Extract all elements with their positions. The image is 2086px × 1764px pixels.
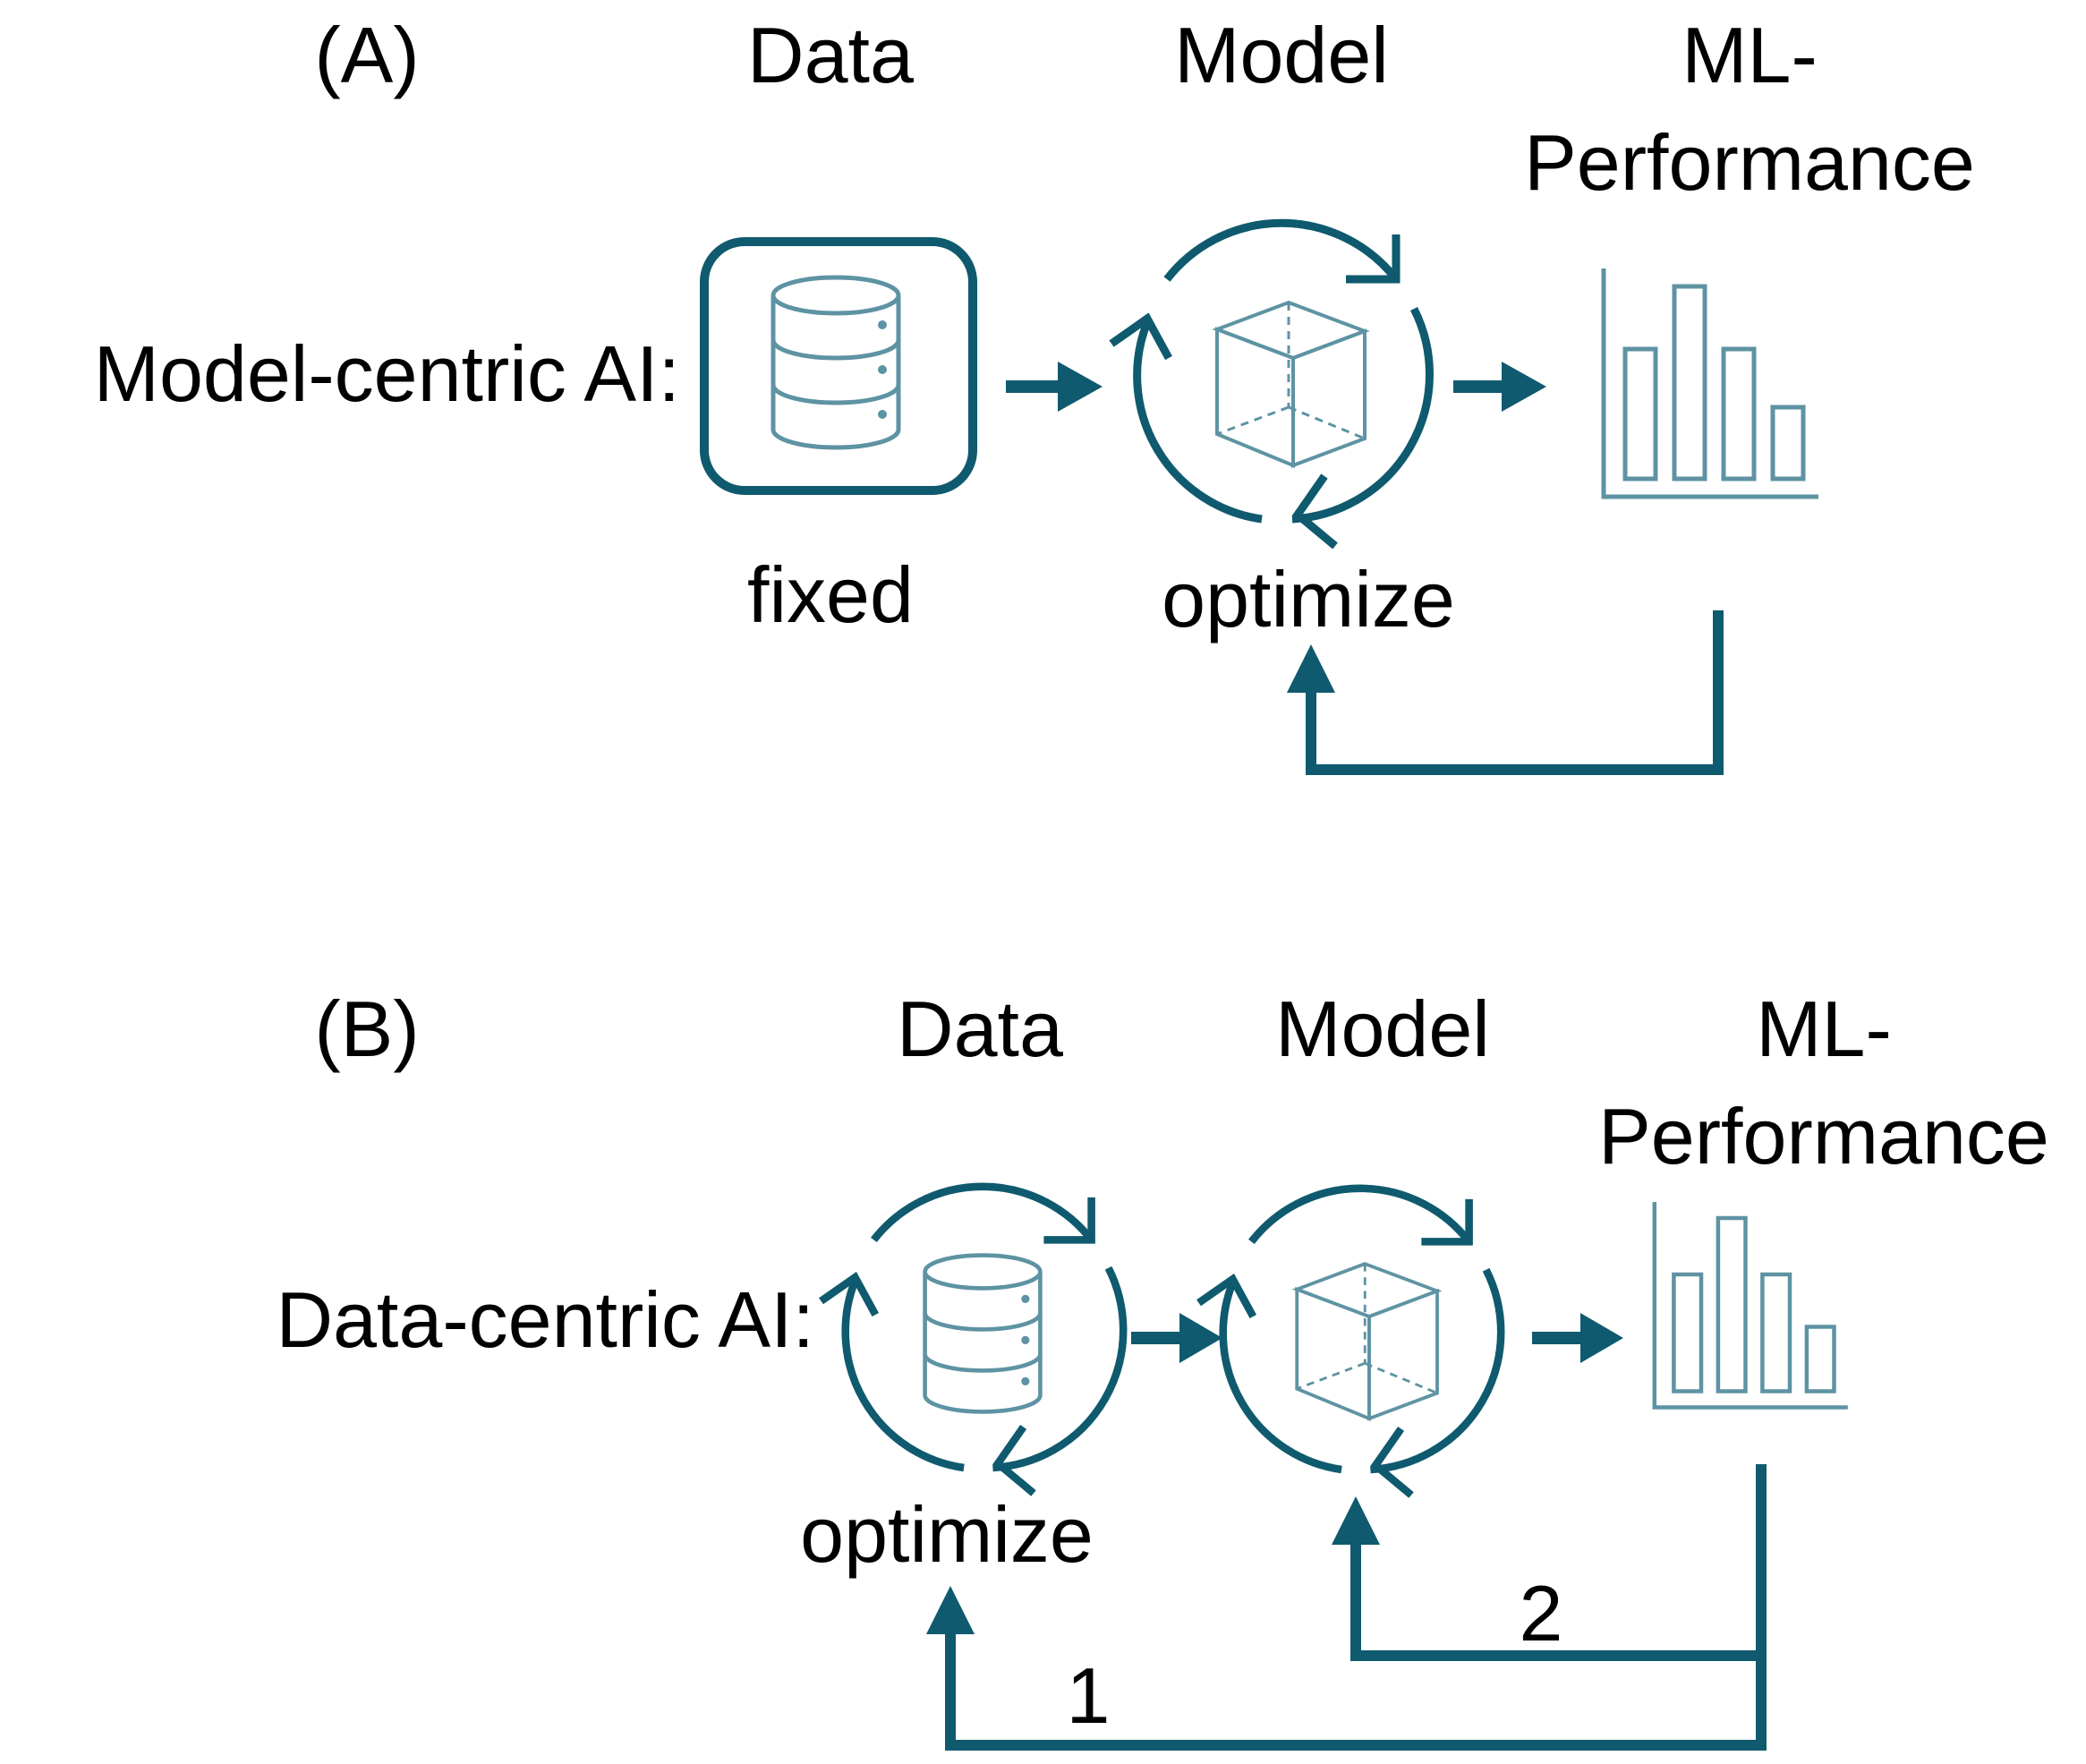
panel-a-col-model: Model [1174, 11, 1389, 99]
arrow-data-to-model [1006, 362, 1103, 412]
loop-1-label: 1 [1067, 1651, 1111, 1740]
panel-a-col-perf-line1: ML- [1682, 11, 1818, 99]
database-icon [925, 1256, 1041, 1412]
feedback-arrow-1 [926, 1586, 1767, 1751]
bar-chart-icon [1655, 1202, 1848, 1408]
panel-b-row-label: Data-centric AI: [276, 1275, 814, 1364]
panel-b-tag: (B) [314, 984, 419, 1073]
panel-a-row-label: Model-centric AI: [94, 329, 680, 418]
panel-b-col-data: Data [897, 984, 1063, 1073]
feedback-arrow [1287, 610, 1724, 775]
panel-a-tag: (A) [314, 11, 419, 99]
panel-a-col-data: Data [747, 11, 914, 99]
panel-a-data-note: fixed [747, 550, 914, 639]
arrow-model-to-performance [1453, 362, 1546, 412]
panel-a: (A) Data Model ML- Performance Model-cen… [94, 11, 1975, 775]
panel-b-data-note: optimize [800, 1490, 1094, 1579]
database-icon [773, 277, 898, 447]
bar-chart-icon [1604, 268, 1818, 497]
cube-icon [1215, 301, 1367, 467]
loop-2-label: 2 [1520, 1569, 1563, 1657]
arrow-model-to-performance [1532, 1313, 1623, 1363]
panel-b-col-perf-line2: Performance [1598, 1092, 2049, 1180]
arrow-data-to-model [1131, 1313, 1222, 1363]
cycle-arrows-icon [1111, 223, 1429, 546]
panel-a-model-note: optimize [1162, 555, 1455, 643]
feedback-arrow-2 [1332, 1464, 1767, 1661]
panel-b-col-model: Model [1275, 984, 1490, 1073]
panel-a-col-perf-line2: Performance [1524, 118, 1975, 207]
fixed-data-box [700, 237, 977, 495]
cycle-arrows-icon [822, 1187, 1124, 1494]
cycle-arrows-icon [1199, 1189, 1502, 1496]
panel-b-col-perf-line1: ML- [1756, 984, 1892, 1073]
panel-b: (B) Data Model ML- Performance Data-cent… [276, 984, 2049, 1751]
cube-icon [1295, 1262, 1439, 1420]
